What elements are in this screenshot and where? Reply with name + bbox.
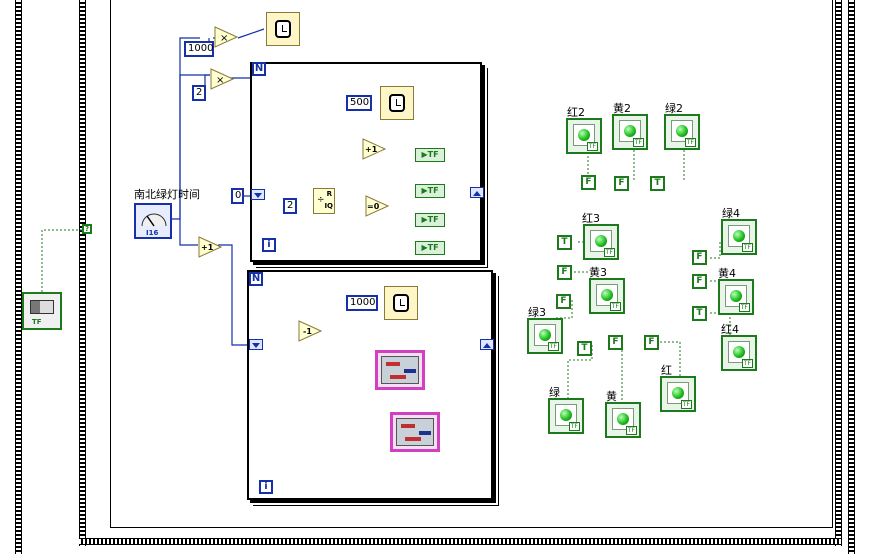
wait-ms-node-2[interactable]	[380, 86, 414, 120]
bool-const-t-1[interactable]: T	[650, 176, 665, 191]
led-hong3: TF	[583, 224, 619, 260]
loop2-count-terminal: N	[249, 272, 263, 286]
stop-toggle-control[interactable]: TF	[22, 292, 62, 330]
svg-text:+1: +1	[365, 145, 378, 154]
sequence-frame-bottom	[79, 538, 842, 545]
led-label-huang4: 黄4	[718, 267, 736, 280]
loop1-shift-register-right	[470, 187, 484, 198]
constant-2-top[interactable]: 2	[192, 85, 206, 101]
divide-icon: ÷	[317, 195, 325, 205]
loop2-shift-register-right	[480, 339, 494, 350]
stop-toggle-tf-label: TF	[32, 318, 42, 326]
quotient-iq-label: IQ	[324, 202, 333, 210]
sequence-frame-left	[79, 0, 86, 546]
knob-dial-icon	[141, 213, 167, 227]
decrement-node[interactable]: -1	[298, 320, 322, 342]
loop1-count-terminal: N	[252, 62, 266, 76]
led-label-lv4: 绿4	[722, 207, 740, 220]
local-var-bool-1[interactable]: ▶TF	[415, 148, 445, 162]
constant-500[interactable]: 500	[346, 95, 372, 111]
constant-1000-loop2[interactable]: 1000	[346, 295, 378, 311]
loop2-iteration-terminal: i	[259, 480, 273, 494]
knob-label: 南北绿灯时间	[134, 188, 200, 201]
subvi-node-2[interactable]	[390, 412, 440, 452]
bool-const-f-3[interactable]: F	[557, 265, 572, 280]
led-label-huang2: 黄2	[613, 102, 631, 115]
led-lv4: TF	[721, 219, 757, 255]
quotient-remainder-node[interactable]: ÷ R IQ	[313, 188, 335, 214]
led-label-huang3: 黄3	[589, 266, 607, 279]
frame-tunnel-indicator: ?	[82, 224, 92, 234]
local-var-bool-3[interactable]: ▶TF	[415, 213, 445, 227]
led-huang: TF	[605, 402, 641, 438]
bool-const-f-8[interactable]: F	[692, 274, 707, 289]
led-huang4: TF	[718, 279, 754, 315]
knob-type-label: I16	[146, 229, 159, 237]
led-label-lv2: 绿2	[665, 102, 683, 115]
led-huang2: TF	[612, 114, 648, 150]
bool-const-t-4[interactable]: T	[692, 306, 707, 321]
led-label-lv: 绿	[549, 386, 560, 399]
right-outer-frame	[848, 0, 855, 554]
bool-const-f-2[interactable]: F	[614, 176, 629, 191]
sequence-frame-right	[835, 0, 842, 546]
loop1-iteration-terminal: i	[262, 238, 276, 252]
loop1-shift-register-left	[251, 189, 265, 200]
constant-1000-top[interactable]: 1000	[184, 41, 214, 57]
led-label-hong4: 红4	[721, 323, 739, 336]
bool-const-f-4[interactable]: F	[556, 294, 571, 309]
local-var-bool-4[interactable]: ▶TF	[415, 241, 445, 255]
multiply-node-1[interactable]: ×	[214, 26, 238, 48]
led-lv3: TF	[527, 318, 563, 354]
equal-zero-node[interactable]: =0	[365, 195, 389, 217]
increment-node[interactable]: +1	[198, 236, 222, 258]
loop2-shift-register-left	[249, 339, 263, 350]
local-var-bool-2[interactable]: ▶TF	[415, 184, 445, 198]
constant-0[interactable]: 0	[231, 188, 244, 204]
bool-const-f-7[interactable]: F	[692, 250, 707, 265]
north-south-green-time-knob[interactable]: I16	[134, 203, 172, 239]
quotient-r-label: R	[326, 190, 332, 198]
for-loop-1[interactable]	[250, 62, 482, 262]
left-outer-frame	[15, 0, 22, 554]
multiply-node-2[interactable]: ×	[210, 68, 234, 90]
led-hong2: TF	[566, 118, 602, 154]
led-hong4: TF	[721, 335, 757, 371]
bool-const-f-1[interactable]: F	[581, 175, 596, 190]
constant-2-divisor[interactable]: 2	[283, 198, 297, 214]
bool-const-f-5[interactable]: F	[608, 335, 623, 350]
led-label-lv3: 绿3	[528, 306, 546, 319]
subvi-node-1[interactable]	[375, 350, 425, 390]
svg-text:+1: +1	[201, 243, 214, 252]
inner-frame-right-border	[832, 0, 833, 528]
inner-frame-left-border	[110, 0, 111, 528]
led-lv: TF	[548, 398, 584, 434]
inner-frame-bottom-border	[110, 527, 832, 528]
svg-text:×: ×	[220, 33, 228, 44]
svg-text:=0: =0	[367, 202, 380, 211]
increment-node-loop1[interactable]: +1	[362, 138, 386, 160]
wait-ms-node-1[interactable]	[266, 12, 300, 46]
led-huang3: TF	[589, 278, 625, 314]
led-hong: TF	[660, 376, 696, 412]
bool-const-t-3[interactable]: T	[577, 341, 592, 356]
svg-text:×: ×	[216, 75, 224, 86]
wait-ms-node-3[interactable]	[384, 286, 418, 320]
led-lv2: TF	[664, 114, 700, 150]
led-label-hong2: 红2	[567, 106, 585, 119]
led-label-hong3: 红3	[582, 212, 600, 225]
bool-const-t-2[interactable]: T	[557, 235, 572, 250]
led-label-huang: 黄	[606, 390, 617, 403]
svg-text:-1: -1	[303, 327, 312, 336]
bool-const-f-6[interactable]: F	[644, 335, 659, 350]
led-label-hong: 红	[661, 364, 672, 377]
